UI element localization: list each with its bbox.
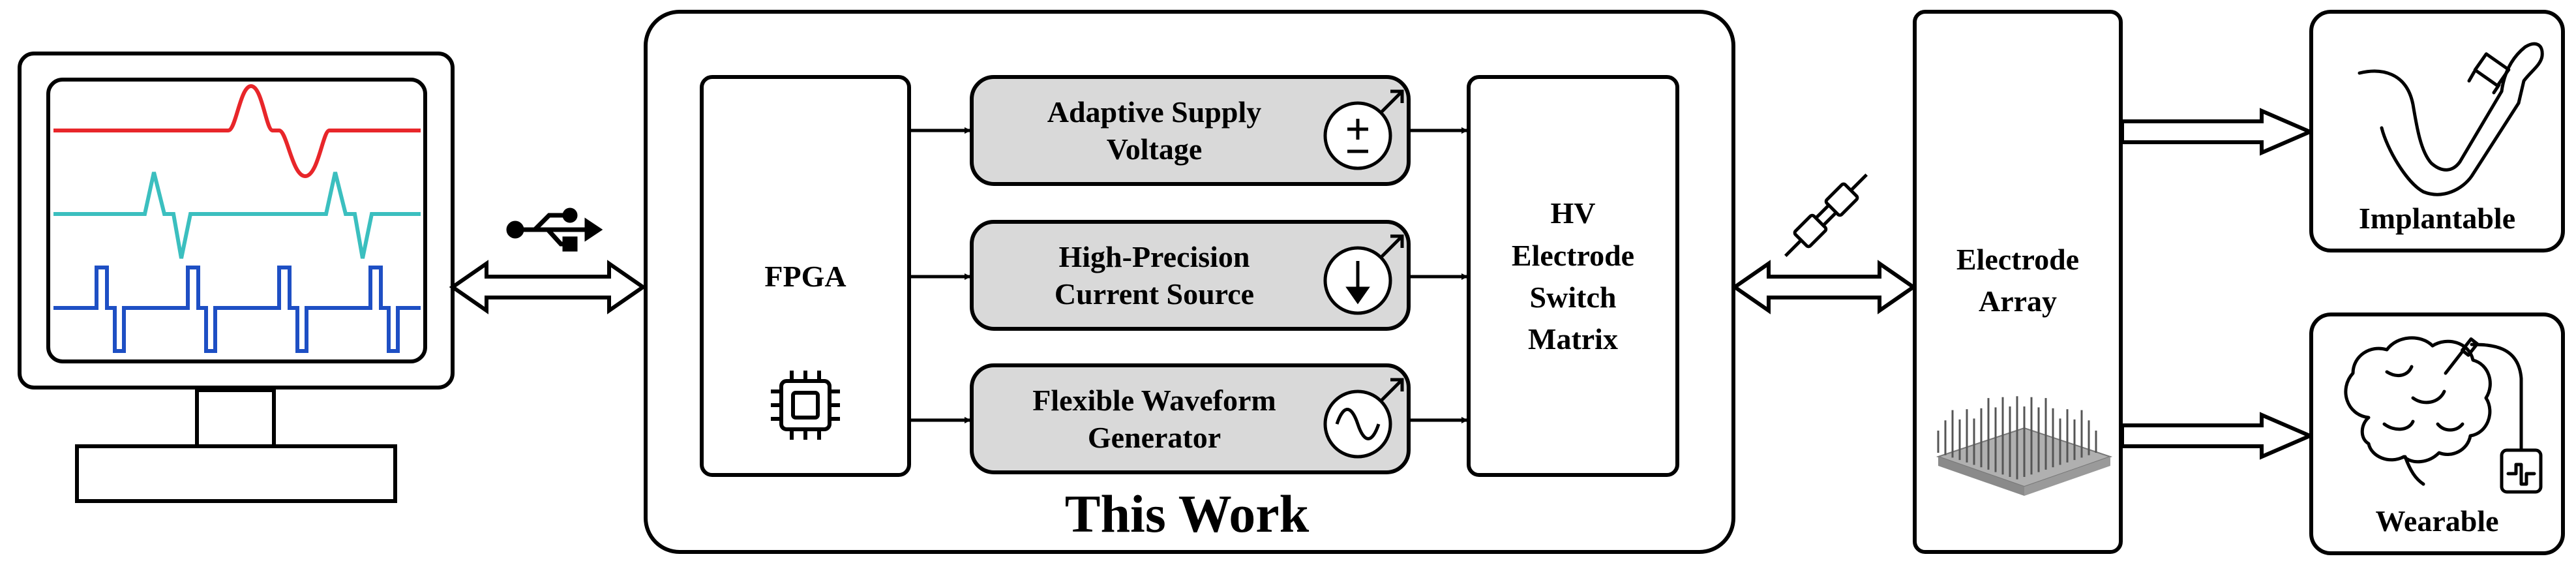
hv-switch-matrix-block xyxy=(1467,75,1679,477)
wearable-box xyxy=(2309,313,2565,555)
monitor-base xyxy=(75,444,397,503)
sine-icon xyxy=(1323,378,1404,459)
monitor-stand xyxy=(195,388,276,448)
blue-waveform-trace xyxy=(53,266,421,353)
implantable-label: Implantable xyxy=(2358,202,2516,236)
plus-minus-icon xyxy=(1323,89,1404,170)
chip-icon xyxy=(771,371,840,440)
fpga-output-arrows xyxy=(909,127,971,423)
bidirectional-arrow-pc xyxy=(449,260,647,314)
current-source-label: High-Precision Current Source xyxy=(1054,239,1255,311)
arrow-to-wearable xyxy=(2120,412,2315,460)
wearable-label: Wearable xyxy=(2375,504,2499,538)
red-waveform-trace xyxy=(53,84,421,179)
arrow-to-implantable xyxy=(2120,108,2315,156)
fpga-label: FPGA xyxy=(764,260,846,294)
adaptive-supply-voltage-label: Adaptive Supply Voltage xyxy=(1047,95,1262,166)
brain-icon xyxy=(2344,336,2543,494)
usb-icon xyxy=(506,207,603,252)
electrode-array-label: Electrode Array xyxy=(1956,242,2080,318)
waveform-generator-label: Flexible Waveform Generator xyxy=(1032,383,1276,455)
monitor-screen xyxy=(46,78,427,363)
bidirectional-arrow-array xyxy=(1731,260,1917,314)
cyan-waveform-trace xyxy=(53,172,421,259)
arm-icon xyxy=(2358,42,2544,196)
arrow-down-icon xyxy=(1323,234,1404,315)
this-work-label: This Work xyxy=(1064,483,1310,543)
computer-monitor xyxy=(18,52,455,503)
hv-switch-matrix-label: HV Electrode Switch Matrix xyxy=(1511,196,1635,356)
connector-icon xyxy=(1784,174,1868,257)
electrode-array-image xyxy=(1936,396,2113,496)
module-output-arrows xyxy=(1409,127,1468,423)
